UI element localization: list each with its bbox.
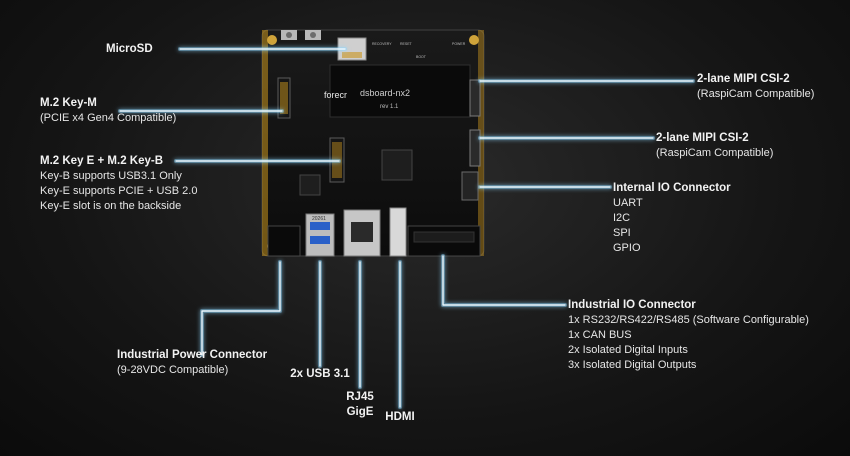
leader-lines <box>118 47 695 409</box>
callout-title: HDMI <box>385 411 415 423</box>
rj45-jack <box>343 209 381 257</box>
callout-title: 2-lane MIPI CSI-2 <box>697 73 790 85</box>
callout-line: Key-B supports USB3.1 Only <box>40 170 182 182</box>
callout-line: Key-E supports PCIE + USB 2.0 <box>40 185 198 197</box>
silk-power: POWER <box>452 42 466 46</box>
brand-text: forecr <box>324 90 347 100</box>
callout-m2-key-m: M.2 Key-M (PCIE x4 Gen4 Compatible) <box>40 96 176 126</box>
chip <box>299 174 321 196</box>
csi-connector-2 <box>469 129 481 167</box>
callout-csi-2: 2-lane MIPI CSI-2 (RaspiCam Compatible) <box>656 131 773 161</box>
callout-line: 1x CAN BUS <box>568 329 632 341</box>
callout-internal-io: Internal IO Connector UART I2C SPI GPIO <box>613 181 731 256</box>
carrier-board: forecr dsboard-nx2 rev 1.1 20261 RECOVER… <box>261 29 485 257</box>
silk-reset: RESET <box>400 42 413 46</box>
callout-csi-1: 2-lane MIPI CSI-2 (RaspiCam Compatible) <box>697 72 814 102</box>
callout-line: GPIO <box>613 242 641 254</box>
callout-usb: 2x USB 3.1 <box>286 367 354 382</box>
silk-recovery: RECOVERY <box>372 42 392 46</box>
callout-title: M.2 Key E + M.2 Key-B <box>40 155 164 167</box>
internal-io-header <box>461 171 479 201</box>
csi-connector-1 <box>469 79 481 117</box>
callout-title: Internal IO Connector <box>613 182 731 194</box>
callout-rj45: RJ45 GigE <box>336 390 384 420</box>
callout-line: GigE <box>346 406 374 418</box>
callout-line: (PCIE x4 Gen4 Compatible) <box>40 112 177 124</box>
callout-line: 1x RS232/RS422/RS485 (Software Configura… <box>568 314 809 326</box>
chip <box>381 149 413 181</box>
callout-microsd: MicroSD <box>106 42 153 57</box>
callout-line: SPI <box>613 227 631 239</box>
callout-line: (RaspiCam Compatible) <box>697 88 815 100</box>
callout-line: 2x Isolated Digital Inputs <box>568 344 688 356</box>
tact-buttons <box>281 30 321 40</box>
callout-title: MicroSD <box>106 43 153 55</box>
usb-stack <box>305 213 335 257</box>
callout-line: I2C <box>613 212 631 224</box>
callout-title: Industrial Power Connector <box>117 349 268 361</box>
callout-hdmi: HDMI <box>380 410 420 425</box>
callout-title: Industrial IO Connector <box>568 299 696 311</box>
callout-title: M.2 Key-M <box>40 97 97 109</box>
callout-title: 2x USB 3.1 <box>290 368 350 380</box>
power-connector <box>267 225 301 257</box>
callout-industrial-io: Industrial IO Connector 1x RS232/RS422/R… <box>568 298 809 373</box>
callout-line: UART <box>613 197 643 209</box>
som-area <box>329 64 471 118</box>
callout-line: 3x Isolated Digital Outputs <box>568 359 697 371</box>
callout-power: Industrial Power Connector (9-28VDC Comp… <box>117 348 267 378</box>
callout-line: (9-28VDC Compatible) <box>117 364 229 376</box>
silk-boot: BOOT <box>416 55 427 59</box>
callout-line: Key-E slot is on the backside <box>40 200 182 212</box>
callout-title: RJ45 <box>346 391 374 403</box>
usb-chip-text: 20261 <box>312 216 326 222</box>
hdmi-port <box>389 207 407 257</box>
mount-hole <box>469 35 479 45</box>
callout-m2-key-e-b: M.2 Key E + M.2 Key-B Key-B supports USB… <box>40 154 197 214</box>
model-text: dsboard-nx2 <box>360 88 410 98</box>
callout-title: 2-lane MIPI CSI-2 <box>656 132 749 144</box>
callout-line: (RaspiCam Compatible) <box>656 147 774 159</box>
mount-hole <box>267 35 277 45</box>
revision-text: rev 1.1 <box>380 104 399 110</box>
